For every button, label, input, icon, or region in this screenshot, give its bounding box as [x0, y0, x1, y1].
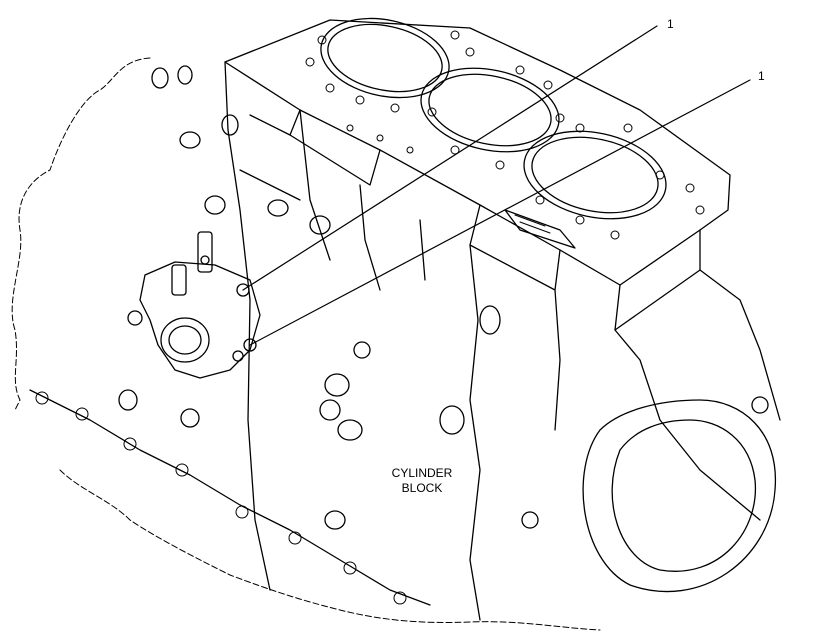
pan-rail-bosses [35, 391, 407, 605]
gear-housing [582, 399, 777, 593]
block-top-deck [224, 19, 731, 286]
callout-label-1: 1 [667, 17, 674, 31]
block-front-face [469, 244, 561, 621]
break-line-bottom [59, 469, 601, 631]
pan-rail [29, 389, 431, 606]
callout-label-2: 1 [758, 69, 765, 83]
pump-port [160, 317, 210, 363]
sensor [197, 231, 213, 273]
cylinder-bore-2 [420, 67, 560, 153]
leader-line-1 [242, 25, 658, 291]
block-label: CYLINDER BLOCK [372, 466, 472, 496]
cylinder-bore-3 [523, 130, 667, 220]
block-bosses [118, 65, 769, 530]
break-line [11, 57, 151, 411]
deck-slot [504, 209, 576, 249]
pump-assembly [127, 231, 261, 379]
block-label-line2: BLOCK [401, 481, 443, 495]
block-side-wall [224, 61, 271, 591]
leader-line-2 [249, 79, 751, 346]
block-label-line1: CYLINDER [391, 466, 453, 480]
deck-bolt-holes [305, 30, 705, 240]
